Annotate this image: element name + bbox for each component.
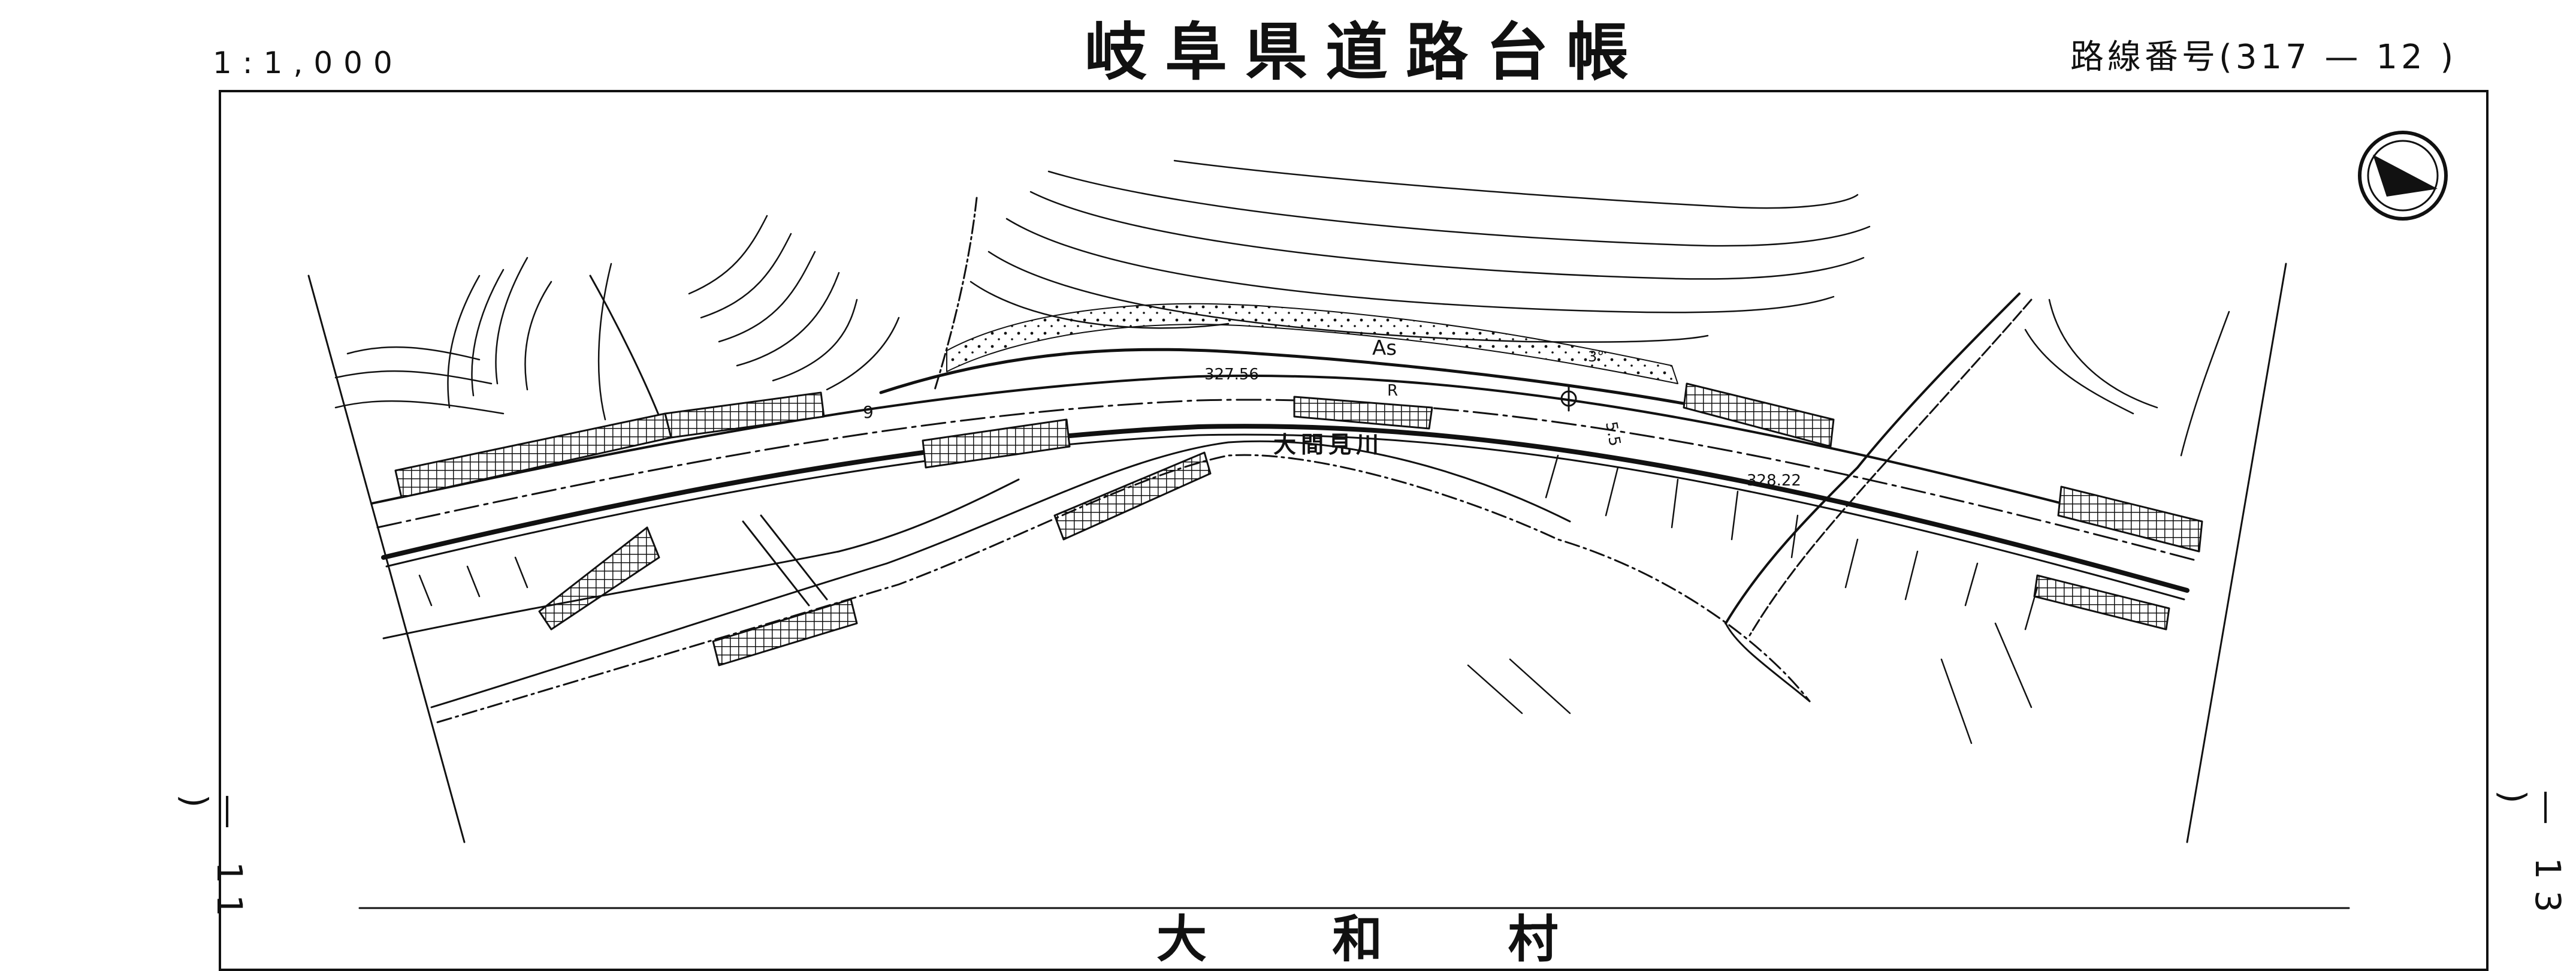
route-number: 路線番号(317 — 12 ) — [2070, 38, 2457, 77]
curve-label: R — [1387, 382, 1398, 400]
river-label: 大間見川 — [1273, 432, 1384, 458]
sheet-boundary-right — [2186, 263, 2287, 843]
north-arrow-icon — [2358, 131, 2448, 221]
ridge-line — [934, 197, 978, 391]
station-left: 327.56 — [1204, 366, 1259, 384]
embankment — [946, 303, 1678, 384]
municipality-name: 大 和 村 — [1156, 910, 1559, 969]
river-lower-bank — [382, 478, 1020, 640]
river-bank-dashdot — [436, 454, 1811, 723]
station-right: 328.22 — [1747, 472, 1801, 490]
slope-ticks — [418, 454, 2039, 744]
drain-line — [589, 275, 666, 433]
road-centerline — [376, 399, 2197, 562]
hatched-structures — [394, 382, 2203, 667]
right-sheet-reference: — 13 ) — [2493, 790, 2568, 924]
road-map-drawing: 大間見川 As 327.56 328.22 9 R 5.5 3° — [307, 131, 2448, 909]
angle-label: 3° — [1588, 348, 1604, 365]
slope-label: 5.5 — [1602, 420, 1624, 448]
river-bank — [430, 440, 1571, 708]
road-upper-margin — [879, 348, 1740, 415]
contour-lines — [334, 159, 2230, 457]
left-sheet-reference: — 11 ) — [174, 794, 250, 928]
page-title: 岐阜県道路台帳 — [1085, 16, 1647, 89]
branch-road-east — [1725, 292, 2021, 625]
road-edge-inner — [385, 433, 2185, 601]
width-label: 9 — [863, 402, 874, 422]
map-scale: 1:1,000 — [213, 46, 403, 80]
surface-label: As — [1372, 336, 1397, 360]
road-edge-top — [370, 374, 2200, 541]
